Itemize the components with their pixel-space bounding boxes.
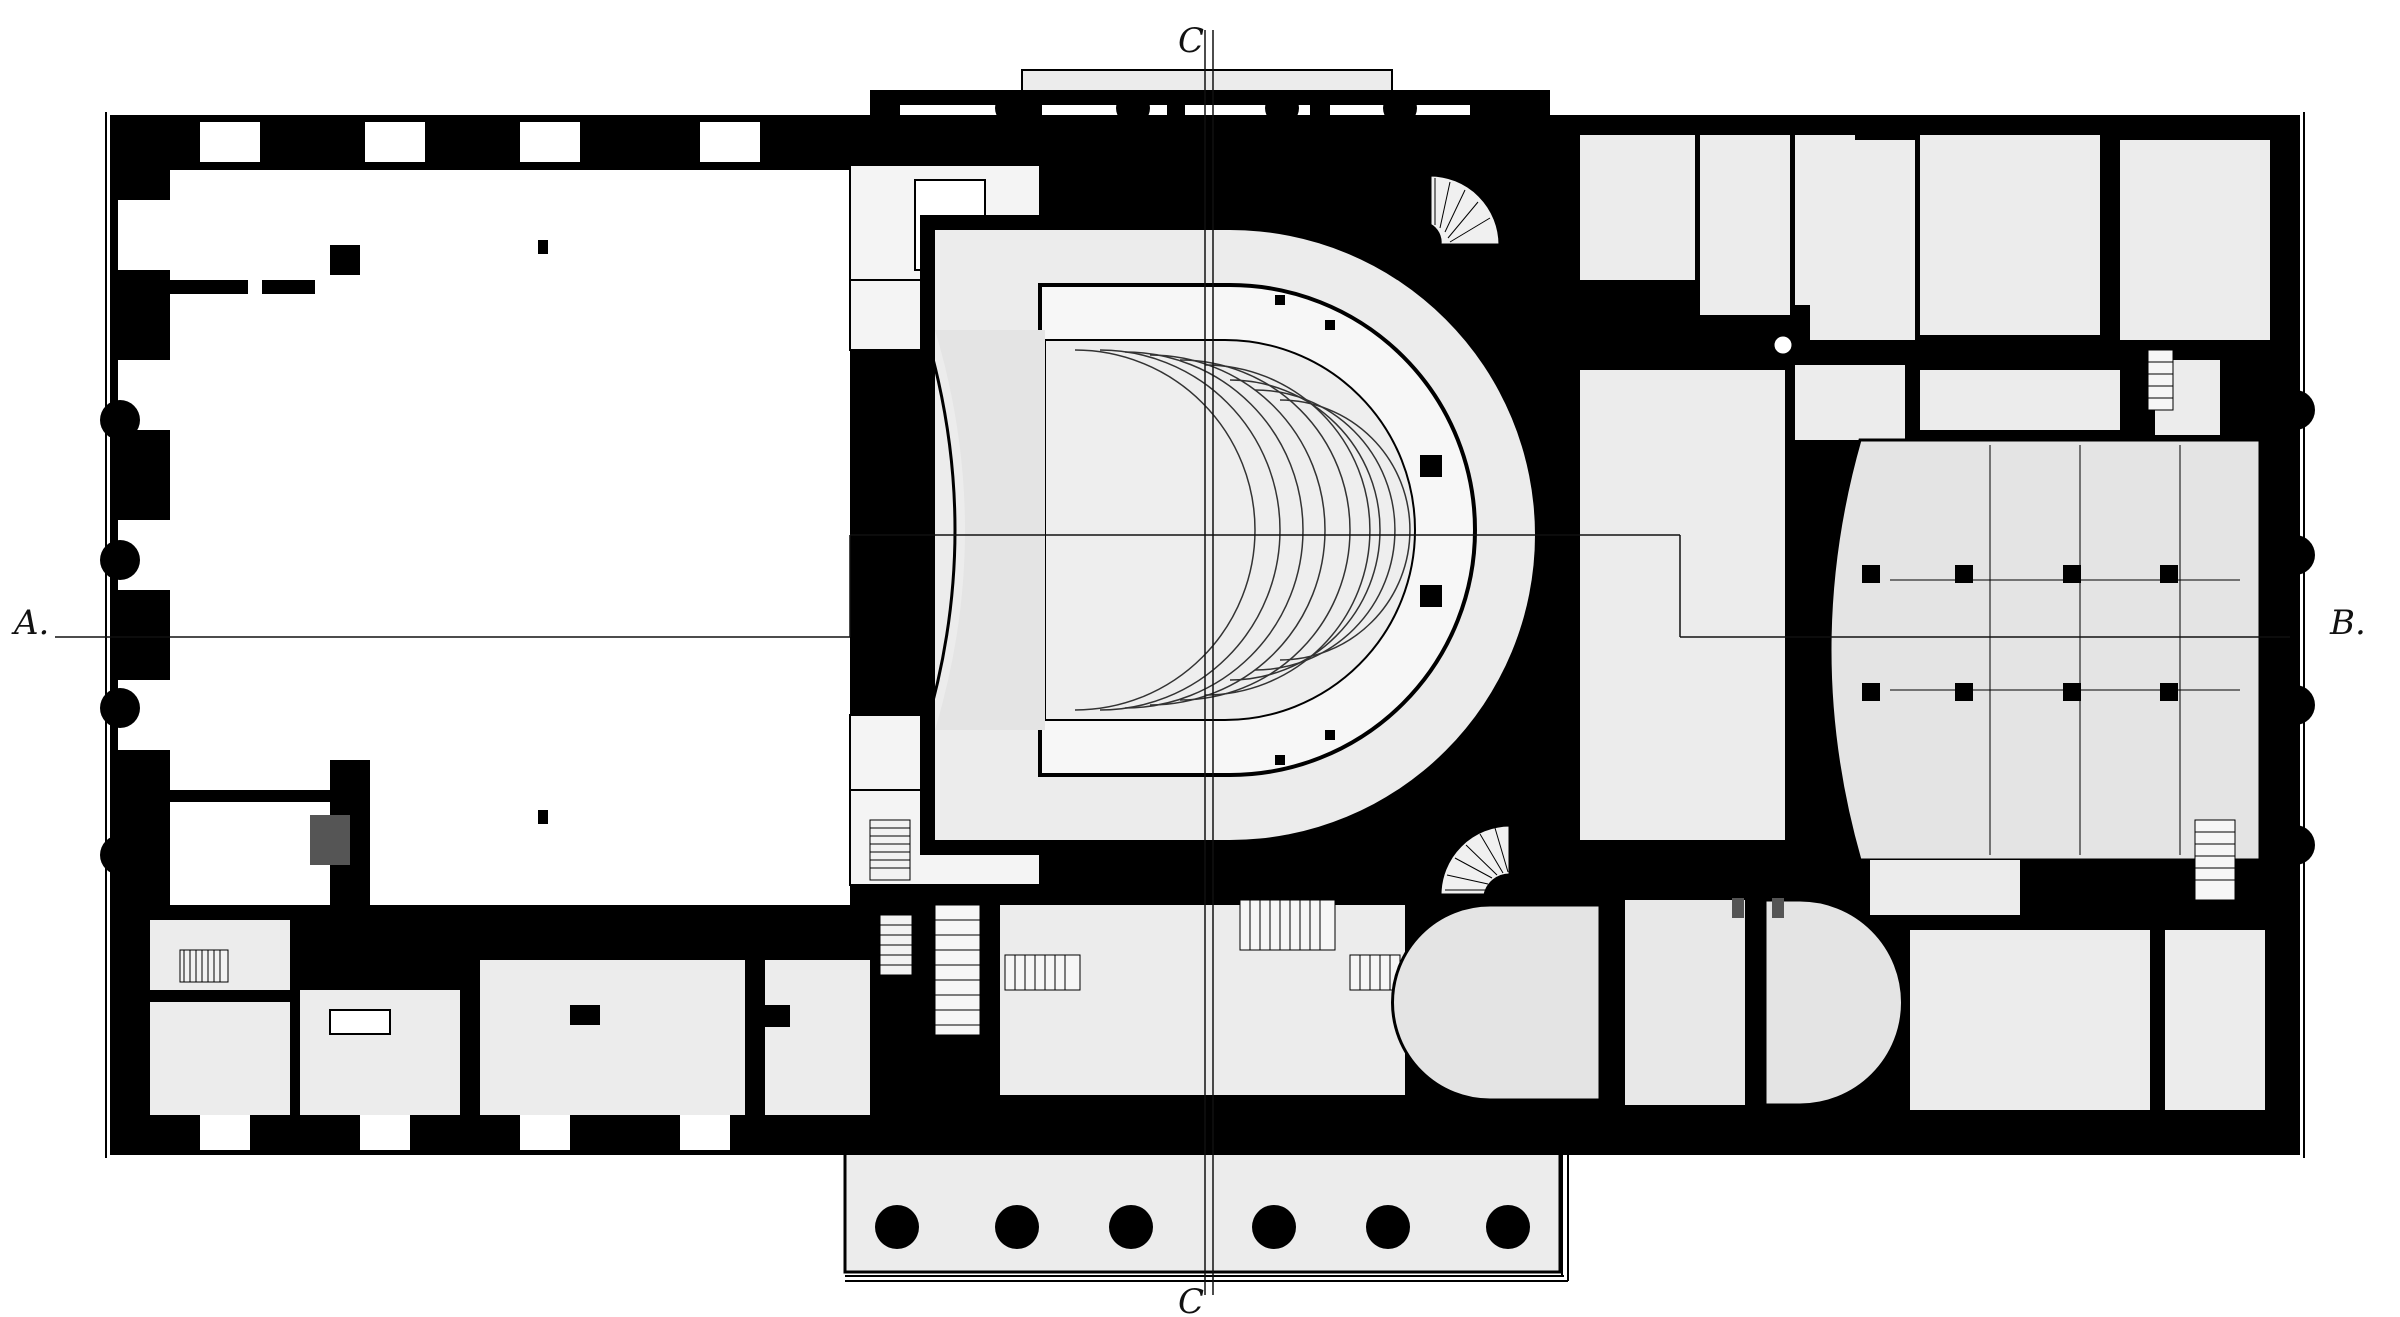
south-halls [934, 898, 1904, 1107]
east-columns [2275, 390, 2315, 865]
south-portico [843, 1148, 1569, 1282]
seating-rows [1074, 349, 1411, 711]
section-mark-a: A. [11, 603, 49, 643]
south-spiral-stair [1438, 823, 1512, 897]
section-lines [55, 30, 2290, 1295]
east-hall-piers [1862, 565, 2178, 701]
west-columns [100, 400, 140, 875]
portico-columns-south [875, 1205, 1530, 1249]
north-spiral-stair [1428, 173, 1502, 247]
section-mark-c-bottom: C [1178, 1282, 1204, 1317]
west-stair [179, 949, 229, 983]
east-block [1795, 135, 2315, 1110]
section-mark-b: B. [2329, 603, 2366, 643]
section-mark-c-top: C [1178, 21, 1204, 61]
box-pillars [1275, 295, 1442, 765]
west-block [100, 122, 870, 1150]
grand-stair-flights [934, 899, 1401, 1036]
section-marks: A. B. C C [11, 21, 2366, 1317]
